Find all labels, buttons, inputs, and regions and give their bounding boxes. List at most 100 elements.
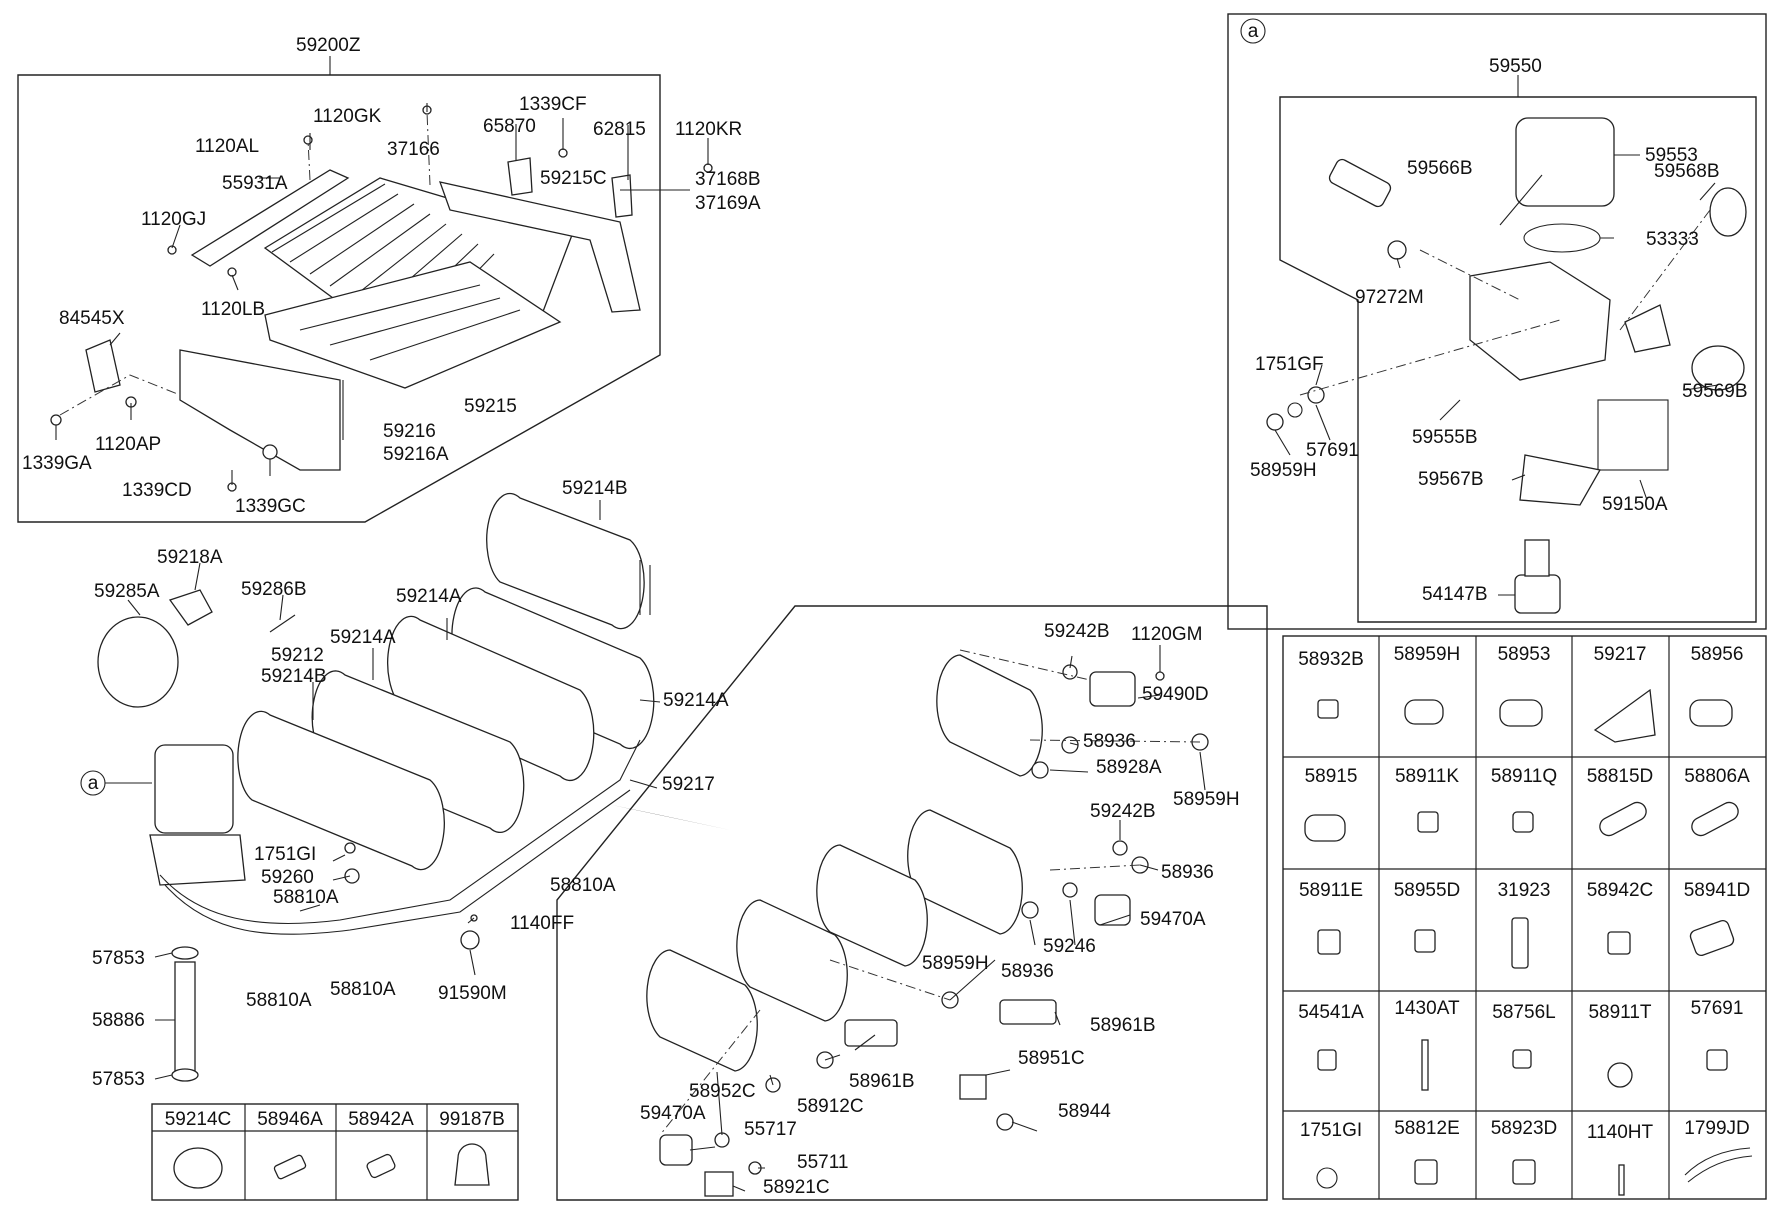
label-58886: 58886 — [92, 1010, 145, 1031]
valve-59470a-2 — [659, 1134, 693, 1166]
parts-grid-labels: 58932B 58959H 58953 59217 58956 58915 58… — [1298, 644, 1750, 1143]
label-58961b-2: 58961B — [849, 1071, 915, 1092]
grid-cell-label: 58942C — [1587, 880, 1654, 901]
icon-58806a — [1691, 801, 1739, 837]
ring-1751gf — [1287, 402, 1303, 418]
table-header: 58942A — [348, 1109, 414, 1130]
icon-99187b — [454, 1143, 490, 1186]
label-1120al: 1120AL — [195, 136, 259, 157]
label-37169a: 37169A — [695, 193, 761, 214]
valve-59568b — [1709, 187, 1747, 237]
icon-1430at — [1421, 1039, 1429, 1091]
label-65870: 65870 — [483, 116, 536, 137]
detail-tank-5 — [646, 949, 758, 1072]
plug-97272m — [1387, 240, 1407, 260]
strap-59285a — [97, 616, 179, 708]
label-59150a: 59150A — [1602, 494, 1668, 515]
air-dryer — [154, 744, 234, 834]
label-54147b: 54147B — [1422, 584, 1488, 605]
label-58936-2: 58936 — [1161, 862, 1214, 883]
icon-58815d — [1599, 801, 1647, 837]
nut-1339ga — [50, 414, 62, 426]
table-header: 58946A — [257, 1109, 323, 1130]
label-58810a-1: 58810A — [273, 887, 339, 908]
icon-1799jd — [1684, 1147, 1753, 1183]
label-59246: 59246 — [1043, 936, 1096, 957]
label-1751gf: 1751GF — [1255, 354, 1324, 375]
label-1140ff: 1140FF — [510, 913, 574, 934]
frame-tank-detail — [556, 605, 1268, 1201]
elbow-58959h-d — [1266, 413, 1284, 431]
frame-59550 — [1279, 96, 1757, 623]
icon-58942a — [366, 1153, 396, 1179]
label-59260: 59260 — [261, 867, 314, 888]
icon-58956 — [1689, 699, 1733, 727]
tank-59214b-top — [486, 492, 645, 630]
detail-tank-3 — [816, 844, 928, 967]
ring-53333 — [1523, 223, 1601, 253]
grid-cell-label: 59217 — [1594, 644, 1647, 665]
label-59214a-1: 59214A — [396, 586, 462, 607]
label-1120gk: 1120GK — [313, 106, 382, 127]
plate-59216 — [179, 349, 341, 471]
label-57691-d: 57691 — [1306, 440, 1359, 461]
grid-cell-label: 58911T — [1588, 1002, 1651, 1023]
label-1339gc: 1339GC — [235, 496, 306, 517]
label-59214b-top: 59214B — [562, 478, 628, 499]
label-91590m: 91590M — [438, 983, 507, 1004]
label-58944: 58944 — [1058, 1101, 1111, 1122]
icon-58911q — [1512, 811, 1534, 833]
label-57853-2: 57853 — [92, 1069, 145, 1090]
marker-a-detail-text: a — [1248, 21, 1259, 42]
label-58928a: 58928A — [1096, 757, 1162, 778]
icon-58911e — [1317, 929, 1341, 955]
label-59215c: 59215C — [540, 168, 607, 189]
label-1120lb: 1120LB — [201, 299, 265, 320]
label-59214b-2: 59214B — [261, 666, 327, 687]
tank-assembly: a — [80, 492, 730, 1082]
icon-58911t — [1607, 1062, 1633, 1088]
icon-58923d — [1512, 1159, 1536, 1185]
icon-58911k — [1417, 811, 1439, 833]
fitting-58936-3 — [1021, 901, 1039, 919]
grid-cell-label: 1799JD — [1684, 1118, 1750, 1139]
label-97272m: 97272M — [1355, 287, 1424, 308]
label-1339cd: 1339CD — [122, 480, 192, 501]
tray-assembly — [50, 105, 713, 492]
grid-cell-label: 58812E — [1394, 1118, 1460, 1139]
bolt-1120gm — [1155, 671, 1165, 681]
fitting-58936-1 — [1061, 736, 1079, 754]
label-59216: 59216 — [383, 421, 436, 442]
frame-59200z — [17, 74, 661, 523]
clamp-57853-2 — [171, 1068, 199, 1082]
label-59214a-3: 59214A — [663, 690, 729, 711]
grid-cell-label: 58953 — [1498, 644, 1551, 665]
fitting-57691-d — [1307, 386, 1325, 404]
grid-cell-label: 58756L — [1492, 1002, 1555, 1023]
icon-1140ht — [1618, 1164, 1625, 1196]
housing — [1469, 261, 1611, 381]
bolt-59286b — [269, 614, 296, 633]
grid-cell-label: 58911Q — [1491, 766, 1557, 787]
icon-59214c — [173, 1147, 223, 1189]
grid-cell-label: 31923 — [1498, 880, 1551, 901]
valve-59490d — [1089, 671, 1136, 707]
label-58959h-d: 58959H — [1250, 460, 1317, 481]
label-59550: 59550 — [1489, 56, 1542, 77]
label-55711: 55711 — [797, 1152, 848, 1173]
icon-58915 — [1304, 814, 1346, 842]
label-58936-1: 58936 — [1083, 731, 1136, 752]
grid-cell-label: 58806A — [1684, 766, 1750, 787]
grid-cell-label: 58915 — [1305, 766, 1358, 787]
icon-57691 — [1706, 1049, 1728, 1071]
tank-59214a-1 — [451, 587, 655, 750]
grid-cell-label: 1751GI — [1300, 1120, 1362, 1141]
icon-58812e — [1414, 1159, 1438, 1185]
label-37166: 37166 — [387, 139, 440, 160]
icon-58953 — [1499, 699, 1543, 727]
label-59215: 59215 — [464, 396, 517, 417]
grid-cell-label: 58911E — [1299, 880, 1363, 901]
label-59567b: 59567B — [1418, 469, 1484, 490]
icon-1751gi — [1316, 1167, 1338, 1189]
bottom-table-frame — [151, 1103, 519, 1201]
